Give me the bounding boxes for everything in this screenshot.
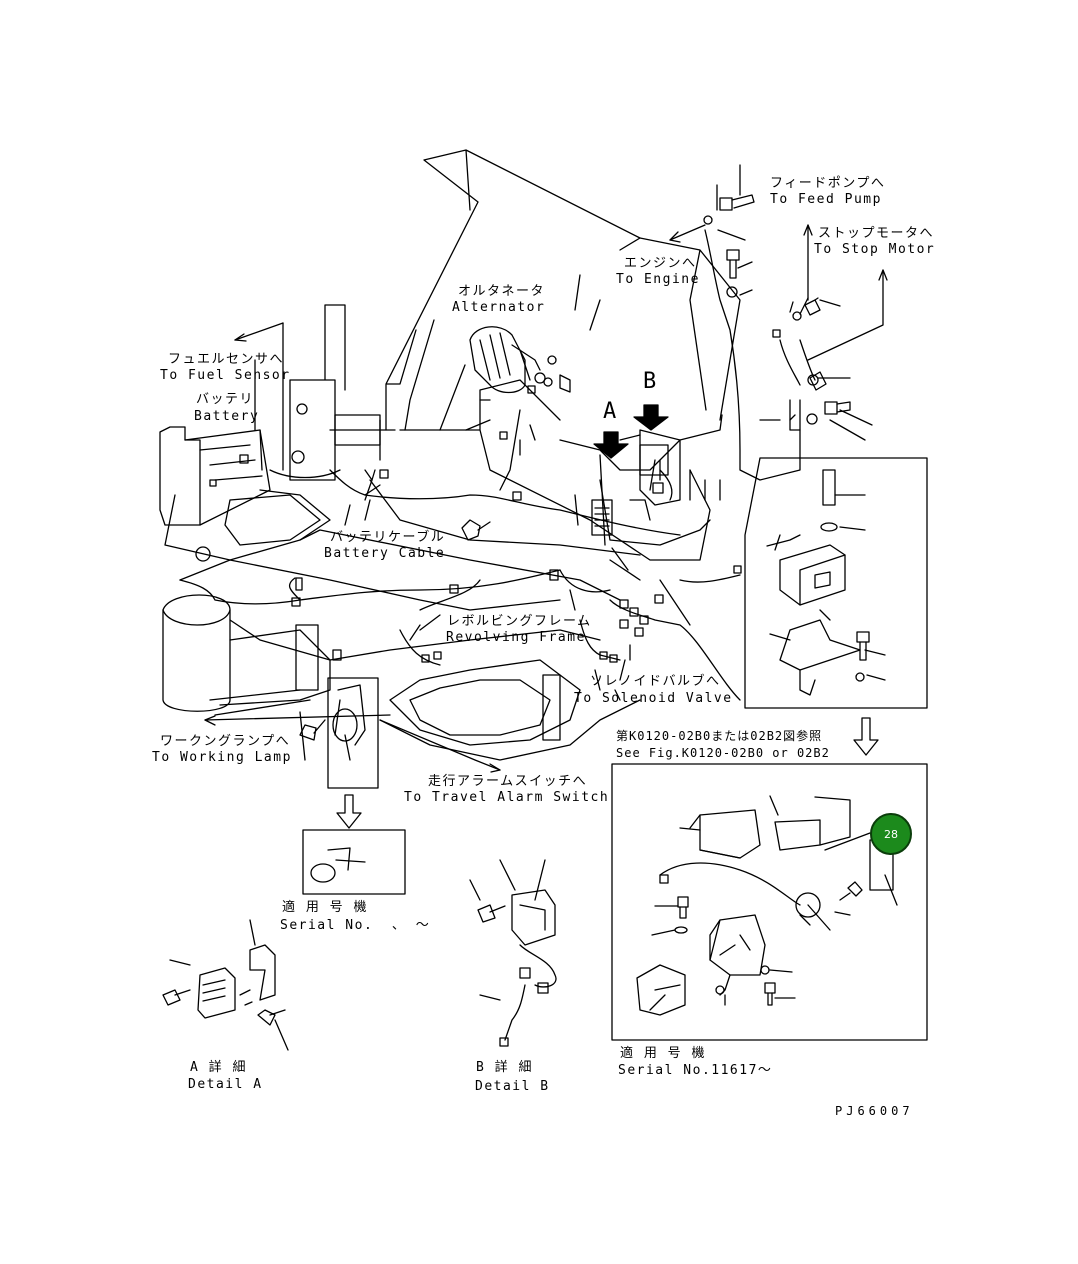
engine-label-en: To Engine <box>616 272 700 287</box>
revolving-frame-label-en: Revolving Frame <box>446 630 586 645</box>
inset-down-arrow <box>337 718 878 828</box>
stop-motor-label-en: To Stop Motor <box>814 242 936 257</box>
working-lamp-label-en: To Working Lamp <box>152 750 292 765</box>
alternator-label-jp: オルタネータ <box>458 284 546 299</box>
alternator <box>470 327 570 393</box>
connectors <box>210 330 780 662</box>
fuel-sensor-label-jp: フュエルセンサへ <box>168 352 285 367</box>
part-number-badge[interactable]: 28 <box>870 813 912 855</box>
detail-b-title-jp: B 詳 細 <box>476 1060 533 1075</box>
stop-motor-label-jp: ストップモータへ <box>818 226 935 241</box>
battery-label-en: Battery <box>194 409 260 424</box>
wire-harness <box>180 230 815 700</box>
battery-cable-label-jp: バッテリケーブル <box>330 530 446 545</box>
revolving-frame <box>180 305 722 660</box>
stop-motor-bracket-inset <box>745 458 927 708</box>
engine-label-jp: エンジンへ <box>624 256 697 271</box>
detail-a-title-en: Detail A <box>188 1077 263 1092</box>
battery-assembly <box>160 404 330 561</box>
travel-alarm-label-jp: 走行アラームスイッチへ <box>428 774 588 789</box>
serial-label-jp-1: 適 用 号 機 <box>282 900 368 915</box>
battery-cable-label-en: Battery Cable <box>324 546 446 561</box>
badge-number: 28 <box>884 827 898 841</box>
see-figure-label-en: See Fig.K0120-02B0 or 02B2 <box>616 746 830 760</box>
see-figure-label-jp: 第K0120-02B0または02B2図参照 <box>616 729 823 743</box>
leader-lines <box>255 165 872 760</box>
view-a-letter: A <box>603 399 617 424</box>
revolving-frame-label-jp: レボルビングフレーム <box>447 614 592 629</box>
engine-cover <box>386 150 740 430</box>
travel-alarm-label-en: To Travel Alarm Switch <box>404 790 610 805</box>
detail-a-title-jp: A 詳 細 <box>190 1060 247 1075</box>
serial-label-en-2: Serial No.11617～ <box>618 1063 773 1078</box>
serial-label-jp-2: 適 用 号 機 <box>620 1046 706 1061</box>
fuel-sensor-label-en: To Fuel Sensor <box>160 368 291 383</box>
direction-arrows <box>205 225 887 772</box>
serial-label-en-1: Serial No. 、 ～ <box>280 918 431 933</box>
solenoid-valve-label-en: To Solenoid Valve <box>574 691 733 706</box>
view-arrows <box>594 405 668 458</box>
horn-bracket-inset <box>612 764 927 1040</box>
battery-label-jp: バッテリ <box>196 392 255 407</box>
solenoid-valve-label-jp: ソレノイドバルブへ <box>590 674 721 689</box>
alternator-label-en: Alternator <box>452 300 546 315</box>
drawing-code: PJ66007 <box>835 1104 914 1118</box>
fasteners-top <box>300 195 850 740</box>
detail-a-drawing <box>163 920 288 1050</box>
view-b-letter: B <box>643 369 657 394</box>
detail-b-drawing <box>470 860 556 1046</box>
feed-pump-label-jp: フィードポンプへ <box>770 176 886 191</box>
detail-b-title-en: Detail B <box>475 1079 550 1094</box>
lamp-inset <box>303 678 405 894</box>
working-lamp-label-jp: ワークングランプへ <box>160 734 291 749</box>
lower-frame <box>163 595 640 760</box>
feed-pump-label-en: To Feed Pump <box>770 192 882 207</box>
